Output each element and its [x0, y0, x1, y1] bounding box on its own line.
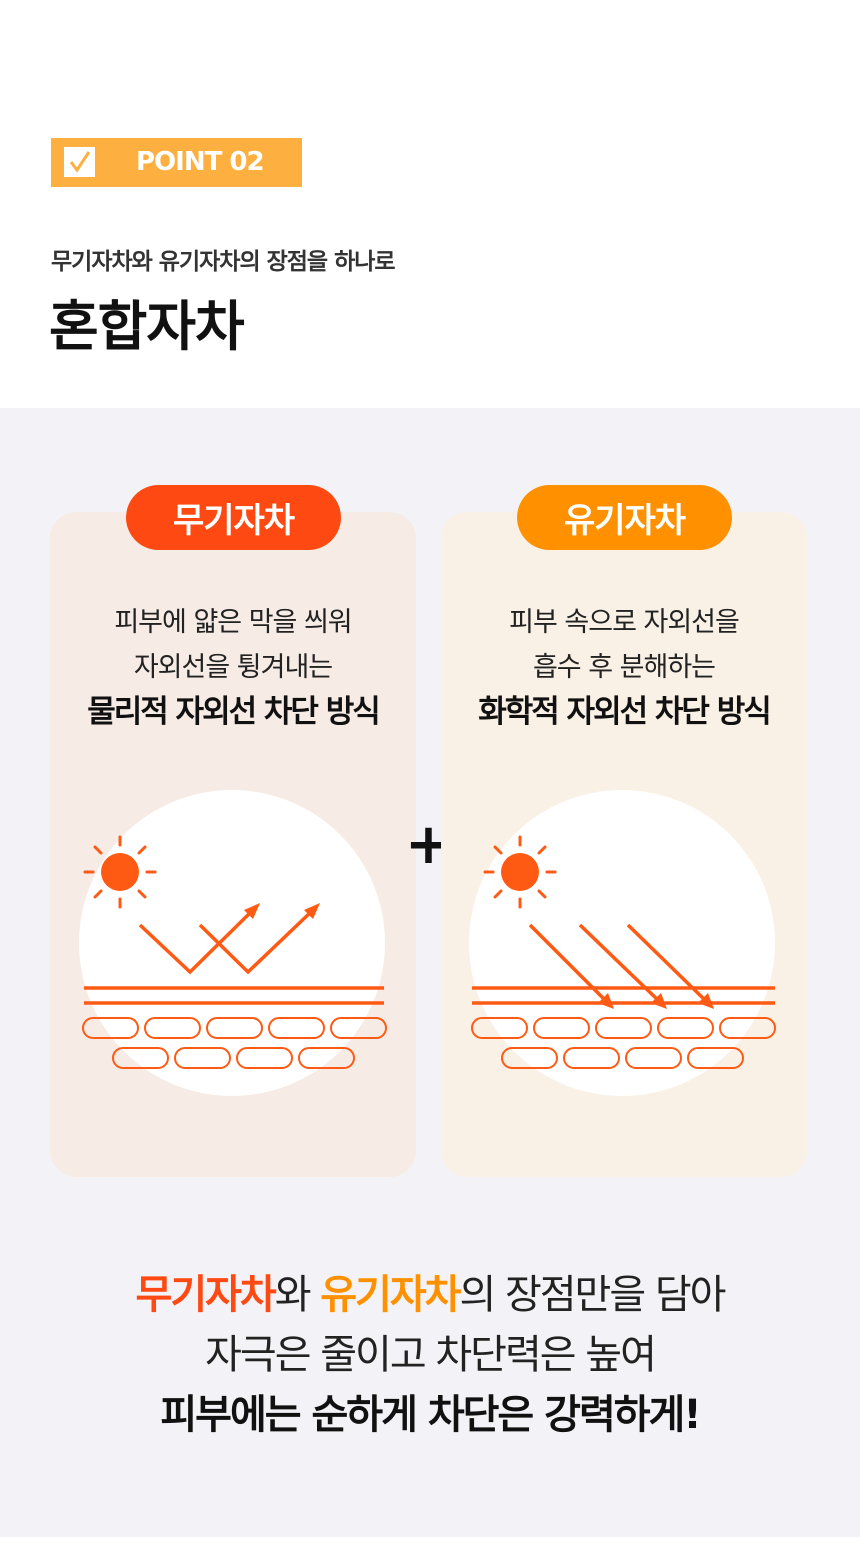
summary-text: 무기자차와 유기자차의 장점만을 담아 자극은 줄이고 차단력은 높여 피부에는… — [0, 1265, 860, 1445]
page-title: 혼합자차 — [49, 295, 245, 358]
text: 피부에는 순하게 차단은 강력하게! — [160, 1392, 701, 1438]
summary-line-2: 자극은 줄이고 차단력은 높여 — [205, 1332, 657, 1378]
desc-emphasis: 물리적 자외선 차단 방식 — [87, 694, 381, 730]
absorb-diagram — [469, 790, 776, 1096]
badge-label: POINT 02 — [136, 147, 265, 177]
summary-line-1: 무기자차와 유기자차의 장점만을 담아 — [0, 1265, 860, 1325]
inorganic-card — [50, 512, 416, 1177]
organic-description: 피부 속으로 자외선을 흡수 후 분해하는 화학적 자외선 차단 방식 — [441, 600, 807, 736]
desc-line: 자외선을 튕겨내는 — [133, 652, 333, 683]
checkbox-icon — [64, 147, 95, 177]
summary-line-3: 피부에는 순하게 차단은 강력하게! — [154, 1385, 706, 1445]
text: 의 장점만을 담아 — [459, 1272, 726, 1318]
reflect-diagram — [79, 790, 387, 1096]
sun-icon — [483, 835, 557, 909]
desc-line: 피부 속으로 자외선을 — [509, 607, 740, 638]
inorganic-description: 피부에 얇은 막을 씌워 자외선을 튕겨내는 물리적 자외선 차단 방식 — [50, 600, 416, 736]
sun-icon — [83, 835, 157, 909]
point-badge: POINT 02 — [51, 138, 302, 187]
desc-emphasis: 화학적 자외선 차단 방식 — [478, 694, 772, 730]
organic-label: 유기자차 — [517, 485, 732, 550]
inorganic-highlight: 무기자차 — [135, 1272, 277, 1318]
organic-highlight: 유기자차 — [320, 1272, 461, 1318]
text: 와 — [274, 1272, 321, 1318]
organic-card — [441, 512, 807, 1177]
inorganic-label: 무기자차 — [126, 485, 341, 550]
subtitle: 무기자차와 유기자차의 장점을 하나로 — [51, 249, 396, 275]
desc-line: 피부에 얇은 막을 씌워 — [114, 607, 352, 638]
desc-line: 흡수 후 분해하는 — [532, 652, 716, 683]
